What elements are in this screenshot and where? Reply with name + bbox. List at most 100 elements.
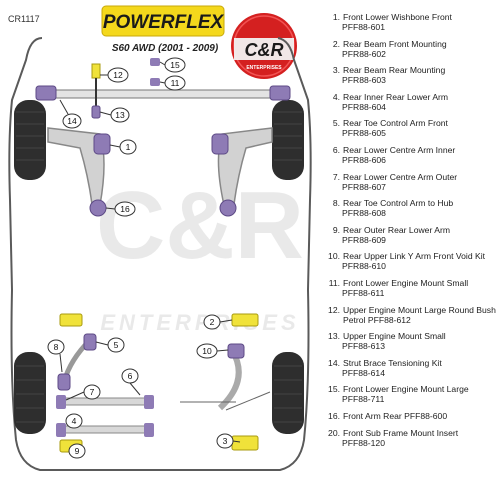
callout-6: 6 xyxy=(121,368,141,396)
svg-text:4: 4 xyxy=(72,416,77,426)
svg-text:15: 15 xyxy=(170,60,180,70)
part-code: PFF88-601 xyxy=(342,22,385,32)
part-code: PFF88-611 xyxy=(342,287,385,298)
part-number: 5. xyxy=(332,118,340,129)
cr-logo-subtext: ENTERPRISES xyxy=(246,65,282,71)
part-name: Rear Upper Link Y Arm Front Void Kit xyxy=(343,251,486,262)
part-code: PFR88-608 xyxy=(342,208,386,219)
part-name: Front Lower Engine Mount Small xyxy=(343,277,469,288)
callout-3: 3 xyxy=(216,433,241,449)
callout-4: 4 xyxy=(65,413,83,429)
callout-15: 15 xyxy=(159,57,186,73)
part-name: Rear Outer Rear Lower Arm xyxy=(343,224,450,235)
svg-text:8: 8 xyxy=(54,342,59,352)
parts-list-item: 12.Upper Engine Mount Large Round Bush P… xyxy=(322,305,498,325)
svg-text:7: 7 xyxy=(90,387,95,397)
rear-suspension-arms xyxy=(56,333,271,437)
svg-text:6: 6 xyxy=(128,371,133,381)
part-code: PFR88-602 xyxy=(342,48,386,59)
part-number: 9. xyxy=(332,224,340,235)
part-code: PFR88-604 xyxy=(342,101,386,112)
part-number: 4. xyxy=(332,91,340,102)
model-subtitle: S60 AWD (2001 - 2009) xyxy=(112,43,219,54)
part-code: PFR88-609 xyxy=(342,234,386,245)
watermark-text: C&R xyxy=(96,172,304,279)
svg-text:10: 10 xyxy=(202,346,212,356)
part-code: PFF88-613 xyxy=(342,341,385,352)
part-code: PFF88-120 xyxy=(342,437,385,448)
part-name: Front Sub Frame Mount Insert xyxy=(343,427,459,438)
callout-1: 1 xyxy=(109,139,137,155)
part-number: 7. xyxy=(332,171,340,182)
diagram-code: CR1117 xyxy=(8,14,40,24)
watermark: C&R ENTERPRISES xyxy=(96,172,304,335)
svg-text:16: 16 xyxy=(120,204,130,214)
part-name: Rear Toe Control Arm Front xyxy=(343,118,448,129)
part-number: 16. xyxy=(328,410,340,421)
part-name: Rear Beam Front Mounting xyxy=(343,38,447,49)
part-code: PFR88-610 xyxy=(342,261,386,272)
part-name: Rear Toe Control Arm to Hub xyxy=(343,198,454,209)
powerflex-logo-text: POWERFLEX xyxy=(103,12,225,33)
callout-12: 12 xyxy=(100,67,129,83)
part-number: 1. xyxy=(332,12,340,22)
part-number: 6. xyxy=(332,144,340,155)
svg-text:9: 9 xyxy=(75,446,80,456)
part-code: PFR88-607 xyxy=(342,181,386,192)
watermark-subtext: ENTERPRISES xyxy=(100,310,299,335)
part-number: 20. xyxy=(328,427,340,438)
svg-text:1: 1 xyxy=(126,142,131,152)
powerflex-logo: POWERFLEX xyxy=(101,5,225,37)
callout-5: 5 xyxy=(95,337,125,353)
part-number: 15. xyxy=(328,384,340,395)
parts-list-item: 16.Front Arm Rear PFF88-600 xyxy=(322,411,498,421)
svg-text:2: 2 xyxy=(210,317,215,327)
callout-11: 11 xyxy=(159,75,186,91)
svg-text:11: 11 xyxy=(171,78,180,88)
part-name: Strut Brace Tensioning Kit xyxy=(343,357,442,368)
part-number: 11. xyxy=(328,277,340,288)
part-code: PFR88-605 xyxy=(342,128,386,139)
callout-9: 9 xyxy=(68,443,86,459)
callouts: 12 15 11 14 13 1 16 5 8 6 7 4 9 2 10 3 xyxy=(47,57,241,459)
part-number: 8. xyxy=(332,198,340,209)
part-name: Upper Engine Mount Small xyxy=(343,331,446,342)
part-code: PFF88-614 xyxy=(342,367,385,378)
part-name: Rear Lower Centre Arm Outer xyxy=(343,171,458,182)
svg-text:13: 13 xyxy=(115,110,125,120)
cr-logo-text: C&R xyxy=(245,40,284,60)
tyre-rear-right xyxy=(272,352,304,434)
part-number: 10. xyxy=(328,251,340,262)
cr-enterprises-logo: C&R ENTERPRISES xyxy=(231,13,297,79)
part-name: Front Lower Engine Mount Large xyxy=(343,384,469,395)
part-code: PFR88-603 xyxy=(342,75,386,86)
tyres xyxy=(14,100,304,434)
callout-14: 14 xyxy=(59,99,82,129)
svg-text:5: 5 xyxy=(114,340,119,350)
part-name: Front Lower Wishbone Front xyxy=(343,12,452,22)
tyre-rear-left xyxy=(14,352,46,434)
part-number: 12. xyxy=(328,304,340,315)
callout-16: 16 xyxy=(105,201,136,217)
svg-text:14: 14 xyxy=(67,116,77,126)
front-wishbones xyxy=(47,127,273,217)
part-number: 3. xyxy=(332,65,340,76)
callout-13: 13 xyxy=(99,107,130,123)
part-name: Rear Beam Rear Mounting xyxy=(343,65,446,76)
strut-brace xyxy=(35,85,291,101)
part-name: Front Arm Rear PFF88-600 xyxy=(343,410,448,421)
svg-text:12: 12 xyxy=(113,70,123,80)
callout-8: 8 xyxy=(47,339,65,373)
part-number: 2. xyxy=(332,38,340,49)
